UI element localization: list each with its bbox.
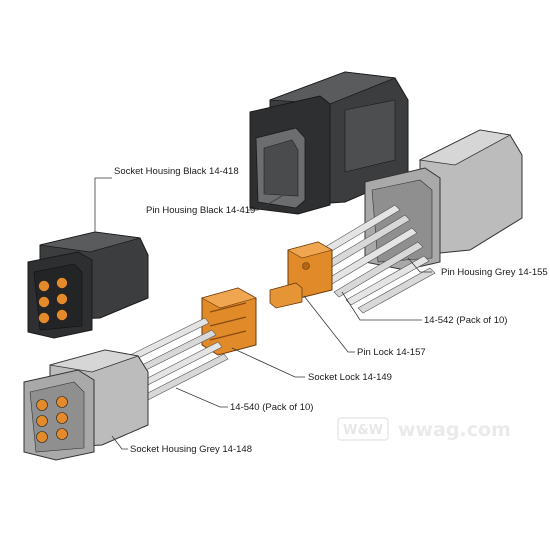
watermark: W&W wwag.com [337, 417, 511, 441]
socket-housing-black-illustration [27, 231, 149, 339]
socket-terminals [119, 317, 229, 402]
pin-terminals [299, 204, 436, 314]
pin-housing-black-illustration [249, 71, 409, 215]
leader-lines [94, 177, 432, 450]
pin-housing-grey-illustration [299, 129, 523, 314]
label-pin-housing-black: Pin Housing Black 14-419 [146, 205, 255, 216]
socket-lock-illustration [201, 287, 257, 356]
socket-housing-grey-illustration [23, 349, 149, 461]
label-pin-housing-grey: Pin Housing Grey 14-155 [441, 267, 548, 278]
label-socket-lock: Socket Lock 14-149 [308, 372, 392, 383]
label-pins-pack: 14-542 (Pack of 10) [424, 315, 507, 326]
label-socket-housing-grey: Socket Housing Grey 14-148 [130, 444, 252, 455]
watermark-site: wwag.com [398, 419, 511, 441]
pin-lock-illustration [269, 241, 333, 309]
label-sockets-pack: 14-540 (Pack of 10) [230, 402, 313, 413]
watermark-logo: W&W [343, 423, 383, 438]
label-socket-housing-black: Socket Housing Black 14-418 [114, 166, 239, 177]
label-pin-lock: Pin Lock 14-157 [357, 347, 426, 358]
socket-housing-grey-cavities [36, 396, 68, 443]
socket-housing-black-cavities [38, 277, 68, 324]
